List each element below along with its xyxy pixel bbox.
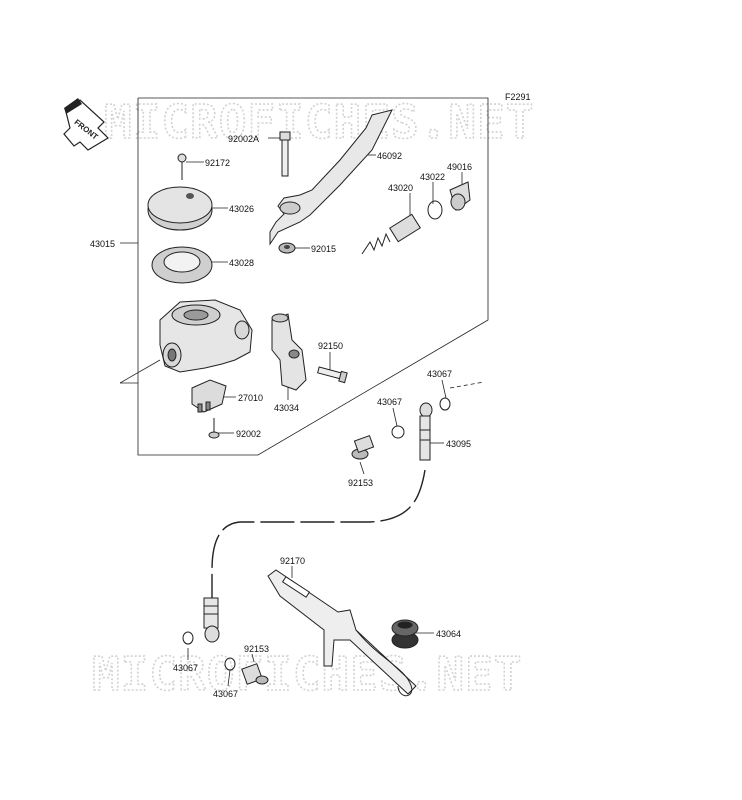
dust-boot	[449, 181, 471, 211]
washer-43067-right	[439, 397, 451, 411]
circlip	[427, 200, 443, 220]
label-46092: 46092	[377, 151, 402, 161]
label-92172: 92172	[205, 158, 230, 168]
washer-43067-lower-left	[182, 631, 194, 645]
banjo-bolt-upper	[351, 434, 375, 460]
grommet	[391, 619, 419, 649]
label-43034: 43034	[274, 403, 299, 413]
piston-assembly	[361, 213, 421, 255]
nut-92015	[278, 242, 296, 254]
label-43022: 43022	[420, 172, 445, 182]
clamp	[271, 313, 307, 391]
hose-bracket	[267, 569, 417, 697]
screw-92172	[177, 153, 187, 180]
assembly-frame	[119, 97, 489, 456]
label-92170: 92170	[280, 556, 305, 566]
label-43067-middle: 43067	[377, 397, 402, 407]
label-92153-upper: 92153	[348, 478, 373, 488]
bolt-92002a	[279, 131, 291, 177]
front-arrow-icon: FRONT	[63, 98, 109, 151]
label-92153-lower: 92153	[244, 644, 269, 654]
label-43015: 43015	[90, 239, 115, 249]
label-43028: 43028	[229, 258, 254, 268]
washer-43067-middle	[391, 425, 405, 439]
reservoir-cap	[147, 186, 213, 231]
label-27010: 27010	[238, 393, 263, 403]
brake-lever	[269, 109, 393, 246]
figure-code: F2291	[505, 92, 531, 102]
part-labels: 92002A 46092 92172 49016 43022 43020 430…	[90, 134, 472, 699]
screw-92002	[208, 418, 220, 439]
label-92015: 92015	[311, 244, 336, 254]
label-43067-right: 43067	[427, 369, 452, 379]
watermark-top: MICROFICHES.NET	[104, 95, 534, 149]
label-43064: 43064	[436, 629, 461, 639]
banjo-fitting	[419, 402, 433, 461]
bolt-92150	[317, 366, 348, 384]
label-43067-lower-left: 43067	[173, 663, 198, 673]
banjo-bolt-lower	[241, 663, 269, 685]
master-cylinder-body	[159, 299, 253, 373]
hose-fitting-lower	[203, 597, 220, 643]
label-43067-lower-right: 43067	[213, 689, 238, 699]
diaphragm	[151, 246, 213, 284]
brake-switch	[191, 379, 227, 413]
label-92150: 92150	[318, 341, 343, 351]
label-92002: 92002	[236, 429, 261, 439]
watermark-bottom: MICROFICHES.NET	[92, 647, 522, 701]
label-49016: 49016	[447, 162, 472, 172]
label-43095: 43095	[446, 439, 471, 449]
label-43020: 43020	[388, 183, 413, 193]
washer-43067-lower-right	[224, 657, 236, 671]
brake-hose	[211, 381, 485, 600]
leader-lines	[120, 137, 463, 687]
label-43026: 43026	[229, 204, 254, 214]
label-92002a: 92002A	[228, 134, 259, 144]
